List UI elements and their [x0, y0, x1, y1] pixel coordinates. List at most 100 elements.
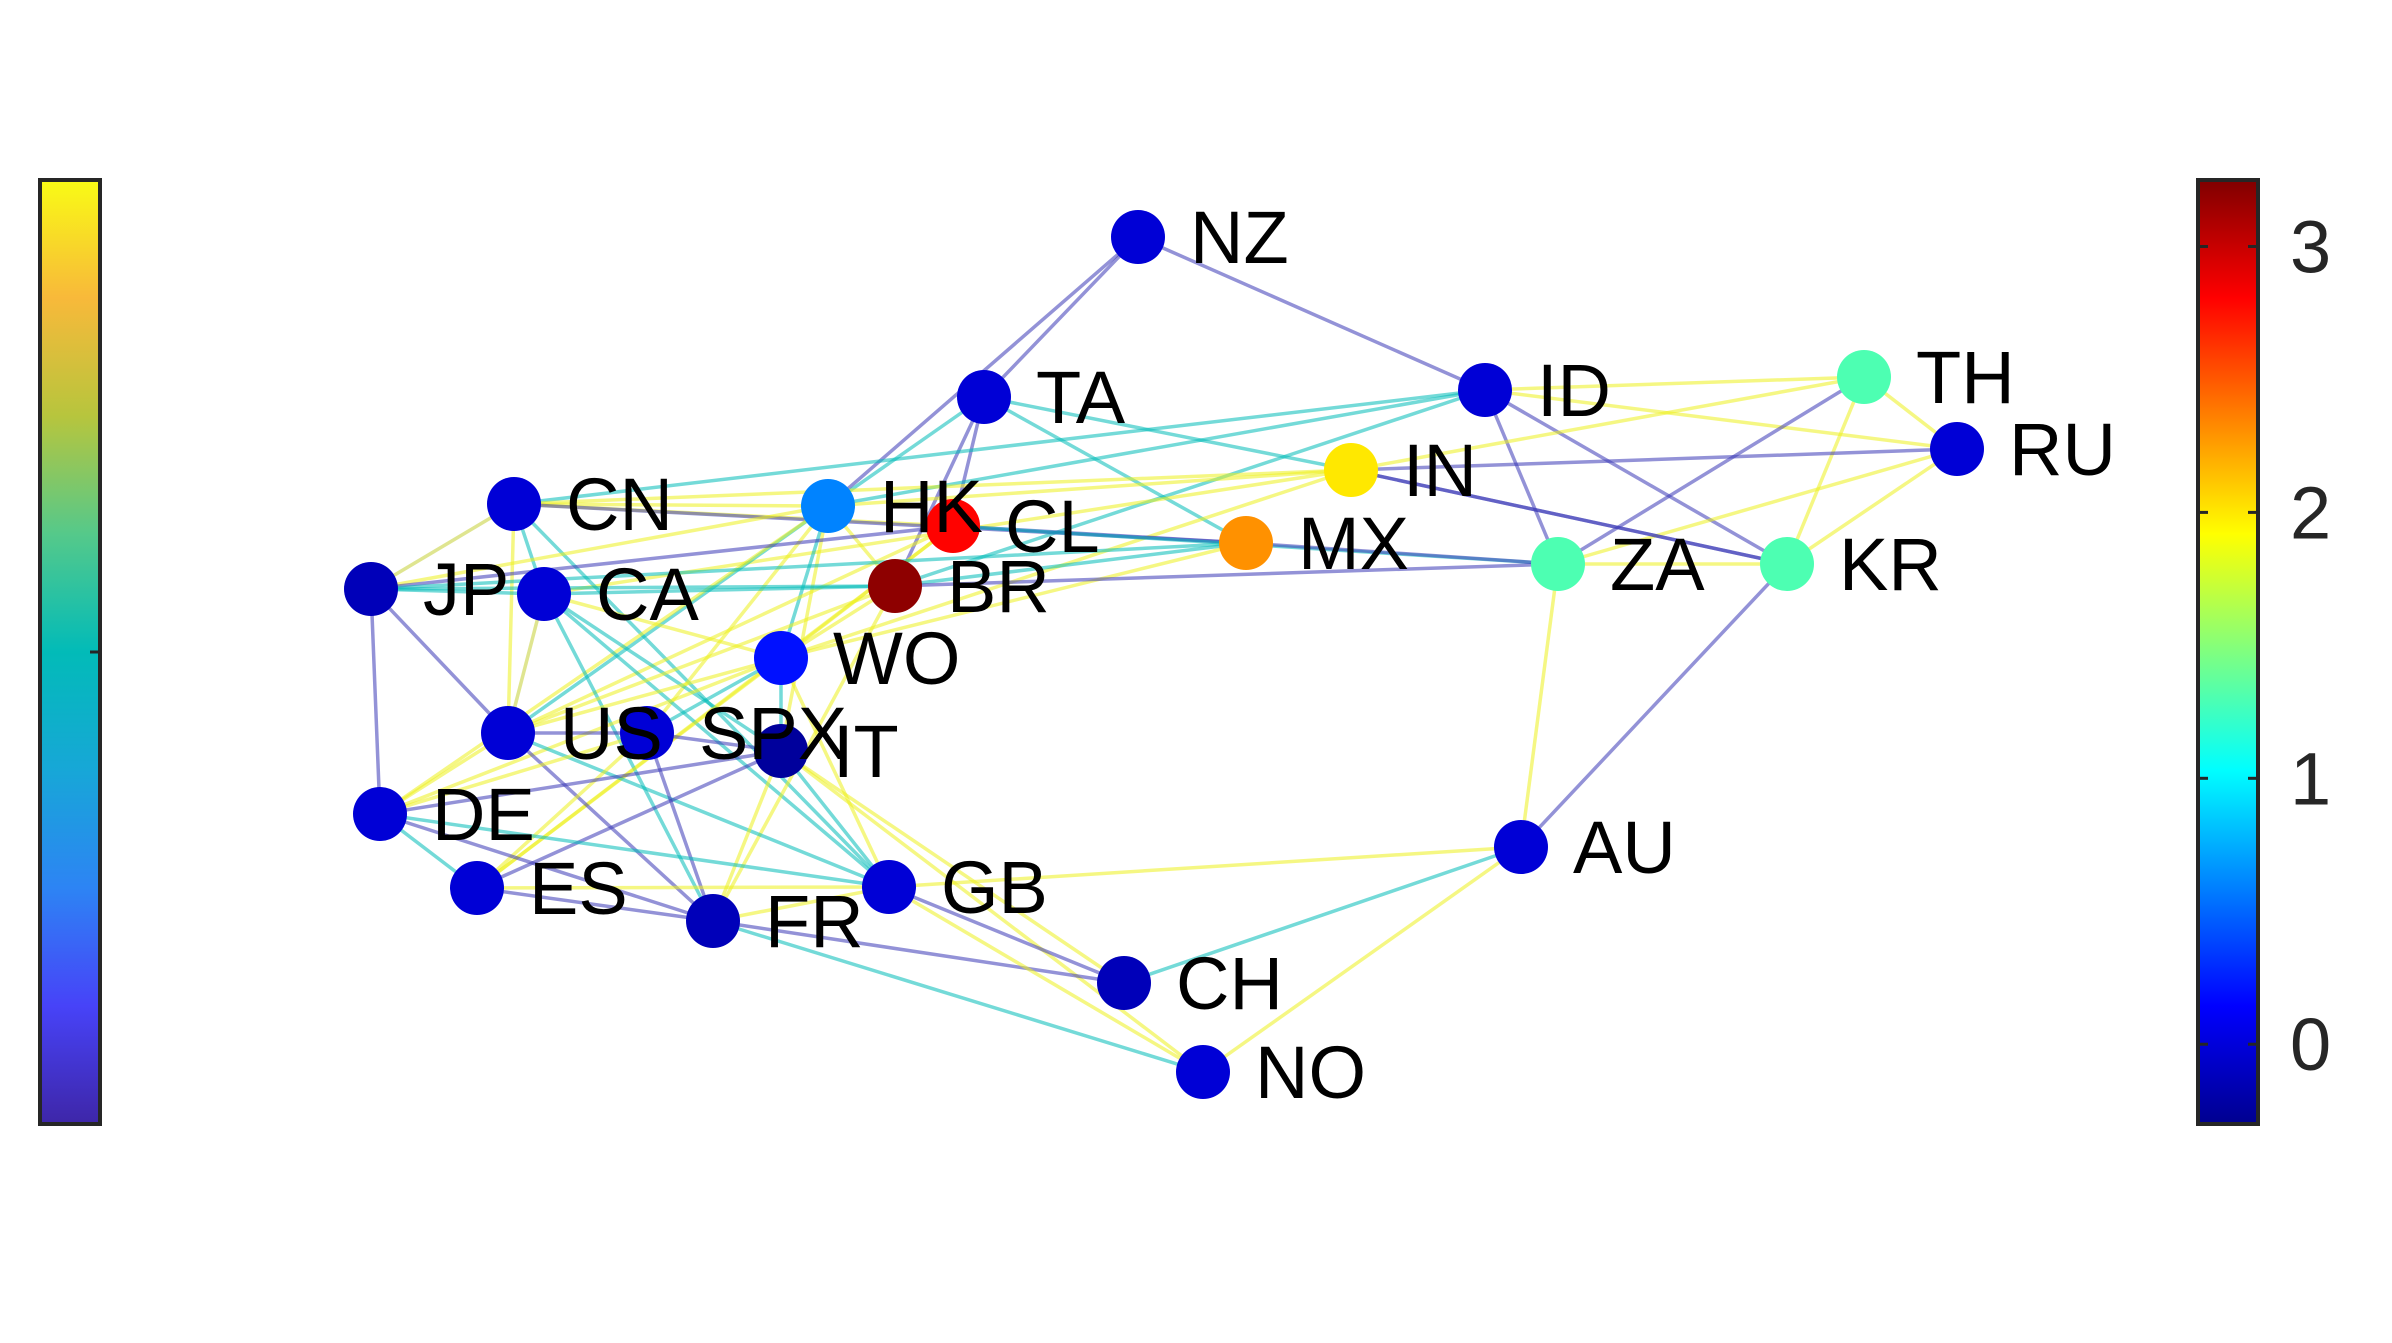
edge-jp-de	[369, 588, 382, 815]
node-ch[interactable]	[1097, 956, 1151, 1010]
edge-ru-kr	[1786, 447, 1958, 566]
node-br[interactable]	[868, 559, 922, 613]
edges-layer	[369, 235, 1959, 1074]
node-label-ru: RU	[2009, 408, 2116, 491]
edge-jp-us	[369, 587, 510, 735]
node-hk[interactable]	[801, 479, 855, 533]
node-label-za: ZA	[1610, 523, 1705, 606]
edge-it-no	[779, 749, 1205, 1074]
node-cn[interactable]	[487, 477, 541, 531]
edge-gb-au	[888, 845, 1522, 889]
node-it[interactable]	[754, 724, 808, 778]
node-label-in: IN	[1403, 429, 1477, 512]
edge-es-fr	[476, 886, 714, 923]
edge-ru-za	[1557, 447, 1958, 566]
colorbar-right-tick-label: 0	[2290, 1003, 2331, 1086]
node-no[interactable]	[1176, 1045, 1230, 1099]
edge-wo-gb	[779, 657, 891, 888]
node-label-au: AU	[1573, 806, 1676, 889]
edge-cn-us	[506, 503, 516, 734]
node-label-ta: TA	[1036, 356, 1126, 439]
edge-ta-hk	[826, 395, 986, 508]
node-fr[interactable]	[686, 894, 740, 948]
node-label-es: ES	[529, 847, 628, 930]
node-gb[interactable]	[862, 860, 916, 914]
edge-ru-in	[1350, 447, 1958, 472]
edge-id-kr	[1484, 388, 1788, 566]
edge-de-fr	[379, 812, 714, 923]
edge-id-th	[1484, 375, 1865, 392]
node-spx[interactable]	[620, 706, 674, 760]
colorbar-right-tick-label: 2	[2290, 471, 2331, 554]
edge-ta-in	[983, 395, 1352, 472]
edge-hk-it	[779, 505, 830, 752]
node-us[interactable]	[481, 706, 535, 760]
edge-gb-no	[888, 885, 1204, 1074]
node-de[interactable]	[353, 787, 407, 841]
node-label-nz: NZ	[1190, 196, 1289, 279]
node-au[interactable]	[1494, 820, 1548, 874]
edge-spx-es	[475, 731, 649, 890]
node-in[interactable]	[1324, 443, 1378, 497]
edge-de-gb	[379, 812, 890, 889]
node-label-hk: HK	[880, 465, 983, 548]
node-label-ch: CH	[1176, 942, 1283, 1025]
edge-cn-hk	[513, 502, 829, 508]
edge-spx-de	[379, 731, 648, 816]
node-label-ca: CA	[596, 553, 699, 636]
edge-it-ch	[780, 749, 1125, 985]
edge-kr-au	[1519, 562, 1789, 849]
edge-hk-jp	[370, 504, 829, 591]
node-za[interactable]	[1531, 537, 1585, 591]
node-wo[interactable]	[754, 631, 808, 685]
node-label-th: TH	[1916, 336, 2015, 419]
edge-id-cn	[513, 388, 1486, 506]
edge-wo-es	[475, 656, 783, 890]
node-id[interactable]	[1458, 363, 1512, 417]
colorbar-left	[38, 178, 102, 1126]
edge-kr-in	[1350, 468, 1788, 566]
node-label-cn: CN	[566, 463, 673, 546]
node-th[interactable]	[1837, 350, 1891, 404]
edge-za-br	[894, 562, 1559, 588]
edge-ch-au	[1123, 845, 1522, 985]
edge-it-gb	[779, 749, 891, 889]
edge-cl-us	[507, 524, 954, 735]
edge-id-ru	[1484, 388, 1958, 451]
node-ru[interactable]	[1930, 422, 1984, 476]
edge-fr-ch	[712, 919, 1125, 985]
edge-es-gb	[476, 885, 890, 890]
edge-mx-wo	[780, 541, 1247, 660]
node-mx[interactable]	[1219, 516, 1273, 570]
edge-nz-id	[1137, 235, 1486, 392]
node-kr[interactable]	[1760, 537, 1814, 591]
node-cl[interactable]	[926, 499, 980, 553]
edge-th-kr	[1785, 376, 1866, 565]
edge-fr-gb	[712, 885, 890, 923]
edge-mx-jp	[370, 541, 1247, 591]
node-label-br: BR	[947, 545, 1050, 628]
node-nz[interactable]	[1111, 210, 1165, 264]
edge-no-au	[1201, 845, 1523, 1074]
edge-ca-gb	[542, 592, 891, 889]
node-label-spx: SPX	[699, 692, 847, 775]
node-es[interactable]	[450, 861, 504, 915]
edge-nz-ta	[982, 235, 1140, 399]
node-jp[interactable]	[344, 562, 398, 616]
edge-in-cn	[513, 468, 1352, 506]
edge-hk-de	[379, 504, 829, 816]
edge-it-es	[476, 749, 782, 890]
node-label-jp: JP	[423, 548, 509, 631]
edge-it-fr	[711, 750, 783, 922]
edge-ta-br	[893, 396, 986, 587]
edge-mx-za	[1245, 541, 1559, 566]
edge-gb-ch	[888, 885, 1125, 985]
node-ca[interactable]	[517, 567, 571, 621]
node-ta[interactable]	[957, 370, 1011, 424]
nodes-layer	[344, 210, 1984, 1099]
node-label-id: ID	[1537, 349, 1611, 432]
